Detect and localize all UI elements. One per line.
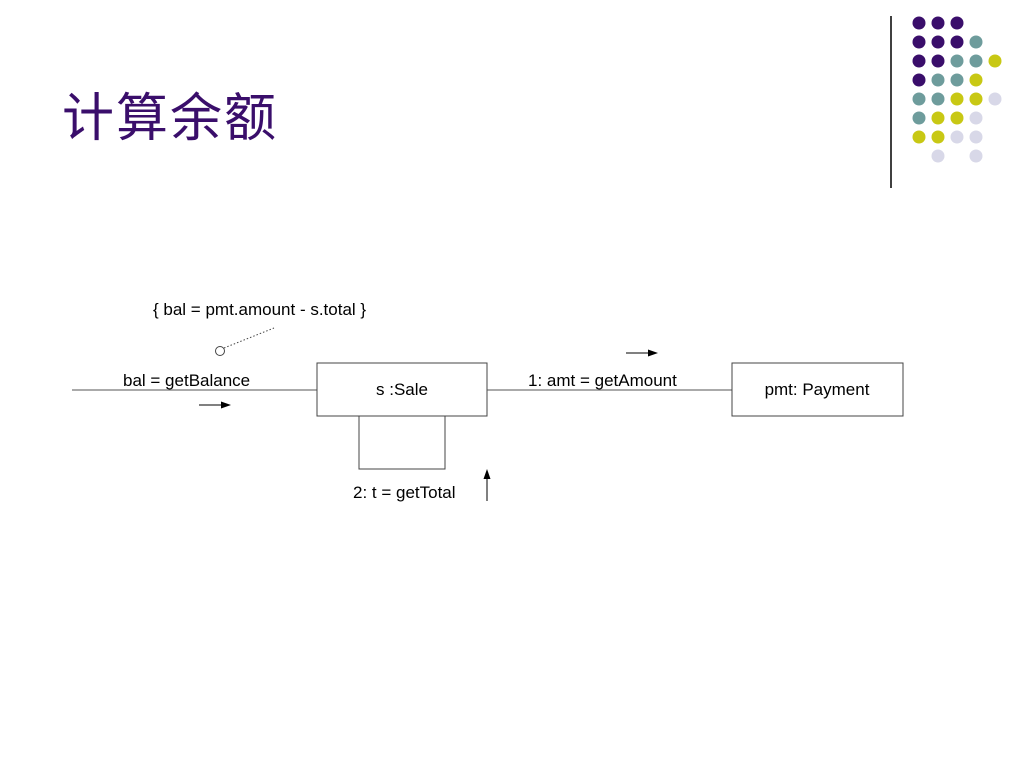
decor-dot [931, 149, 945, 163]
incoming-message-label: bal = getBalance [123, 371, 250, 390]
decor-dot [969, 92, 983, 106]
sale-object-box [316, 362, 488, 417]
decor-dot [912, 92, 926, 106]
decor-dot [931, 130, 945, 144]
decor-dot [912, 54, 926, 68]
sale-object-label: s :Sale [376, 380, 428, 399]
decor-dot [931, 35, 945, 49]
constraint-note: { bal = pmt.amount - s.total } [153, 300, 366, 319]
payment-object-box [731, 362, 904, 417]
decor-dot [950, 73, 964, 87]
decor-dot [950, 16, 964, 30]
decor-dot [931, 111, 945, 125]
decor-dot [950, 130, 964, 144]
payment-object-label: pmt: Payment [765, 380, 870, 399]
decor-dot [931, 73, 945, 87]
message-1-label: 1: amt = getAmount [528, 371, 677, 390]
decor-dot [950, 54, 964, 68]
decor-dot [912, 16, 926, 30]
decor-dot [969, 73, 983, 87]
decor-dot [969, 130, 983, 144]
decor-dot [988, 54, 1002, 68]
message-2-arrow [483, 469, 491, 501]
decor-dot [969, 54, 983, 68]
decor-dot [969, 149, 983, 163]
slide-title: 计算余额 [62, 89, 279, 149]
decor-dot [969, 35, 983, 49]
decor-dot [912, 111, 926, 125]
message-1-arrow [626, 349, 658, 357]
decor-dot [969, 111, 983, 125]
decor-dot [912, 35, 926, 49]
decor-dot [912, 73, 926, 87]
constraint-dotted-link [223, 327, 275, 349]
decor-dot [931, 54, 945, 68]
decor-dot [950, 35, 964, 49]
constraint-anchor-circle [215, 346, 225, 356]
message-2-label: 2: t = getTotal [353, 483, 456, 502]
decor-dot [931, 16, 945, 30]
decor-dot [950, 111, 964, 125]
self-call-loop [358, 416, 446, 470]
decor-dot [931, 92, 945, 106]
decorative-dot-grid [890, 16, 1002, 188]
decor-dot [950, 92, 964, 106]
decor-dot [988, 92, 1002, 106]
incoming-message-arrow [199, 401, 231, 409]
decor-dot [912, 130, 926, 144]
